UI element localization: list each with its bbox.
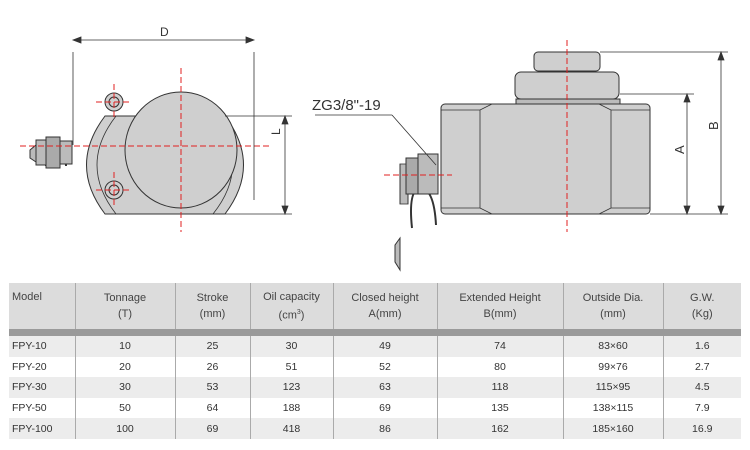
centerlines-left <box>20 68 272 232</box>
table-cell: 10 <box>74 336 175 357</box>
table-cell: 188 <box>249 397 333 419</box>
coupler-fitting-left <box>29 136 73 169</box>
dimension-l-label: L <box>269 128 283 135</box>
table-cell: 26 <box>174 356 250 378</box>
specifications-table: Model Tonnage(T) Stroke(mm) Oil capacity… <box>9 283 741 439</box>
table-cell: 50 <box>74 397 175 419</box>
table-cell: FPY-50 <box>9 397 75 419</box>
side-view-cylinder <box>440 51 651 215</box>
table-cell: 80 <box>436 356 563 378</box>
table-cell: 53 <box>174 377 250 398</box>
table-cell: 69 <box>174 418 250 439</box>
table-cell: 83×60 <box>562 336 663 357</box>
table-cell: 69 <box>332 397 437 419</box>
dimension-a-label: A <box>672 145 687 154</box>
table-cell: FPY-30 <box>9 377 75 398</box>
top-view-cylinder <box>86 91 244 215</box>
dimension-d-label: D <box>160 25 169 39</box>
technical-drawing: D L ZG3/8"-19 A <box>20 25 728 272</box>
table-cell: 2.7 <box>662 356 741 378</box>
table-cell: 7.9 <box>662 397 741 419</box>
table-cell: 30 <box>249 336 333 357</box>
table-cell: 20 <box>74 356 175 378</box>
table-cell: 4.5 <box>662 377 741 398</box>
table-cell: 138×115 <box>562 397 663 419</box>
header-model: Model <box>9 283 75 329</box>
table-cell: 25 <box>174 336 250 357</box>
header-stroke: Stroke(mm) <box>174 283 250 329</box>
table-cell: 16.9 <box>662 418 741 439</box>
table-cell: 63 <box>332 377 437 398</box>
table-header-row: Model Tonnage(T) Stroke(mm) Oil capacity… <box>9 283 741 329</box>
table-cell: 30 <box>74 377 175 398</box>
table-cell: 99×76 <box>562 356 663 378</box>
table-cell: 418 <box>249 418 333 439</box>
dimension-b-label: B <box>706 121 721 130</box>
header-gross-weight: G.W.(Kg) <box>662 283 741 329</box>
table-cell: 51 <box>249 356 333 378</box>
table-cell: 123 <box>249 377 333 398</box>
table-cell: 52 <box>332 356 437 378</box>
table-cell: FPY-20 <box>9 356 75 378</box>
centerlines-right <box>384 40 568 232</box>
table-cell: 100 <box>74 418 175 439</box>
table-cell: 86 <box>332 418 437 439</box>
header-tonnage: Tonnage(T) <box>74 283 175 329</box>
dimension-lines-right <box>315 50 728 216</box>
table-cell: 1.6 <box>662 336 741 357</box>
table-cell: 49 <box>332 336 437 357</box>
table-cell: FPY-10 <box>9 336 75 357</box>
table-cell: 135 <box>436 397 563 419</box>
table-cell: 74 <box>436 336 563 357</box>
dimension-lines-left <box>71 36 292 216</box>
table-cell: 118 <box>436 377 563 398</box>
table-cell: FPY-100 <box>9 418 75 439</box>
table-cell: 185×160 <box>562 418 663 439</box>
table-cell: 64 <box>174 397 250 419</box>
header-divider <box>9 329 741 336</box>
port-thread-label: ZG3/8"-19 <box>312 97 381 114</box>
header-oil-capacity: Oil capacity(cm3) <box>249 283 333 329</box>
header-outside-dia: Outside Dia.(mm) <box>562 283 663 329</box>
table-cell: 162 <box>436 418 563 439</box>
table-cell: 115×95 <box>562 377 663 398</box>
coupler-fitting-right <box>394 153 439 272</box>
